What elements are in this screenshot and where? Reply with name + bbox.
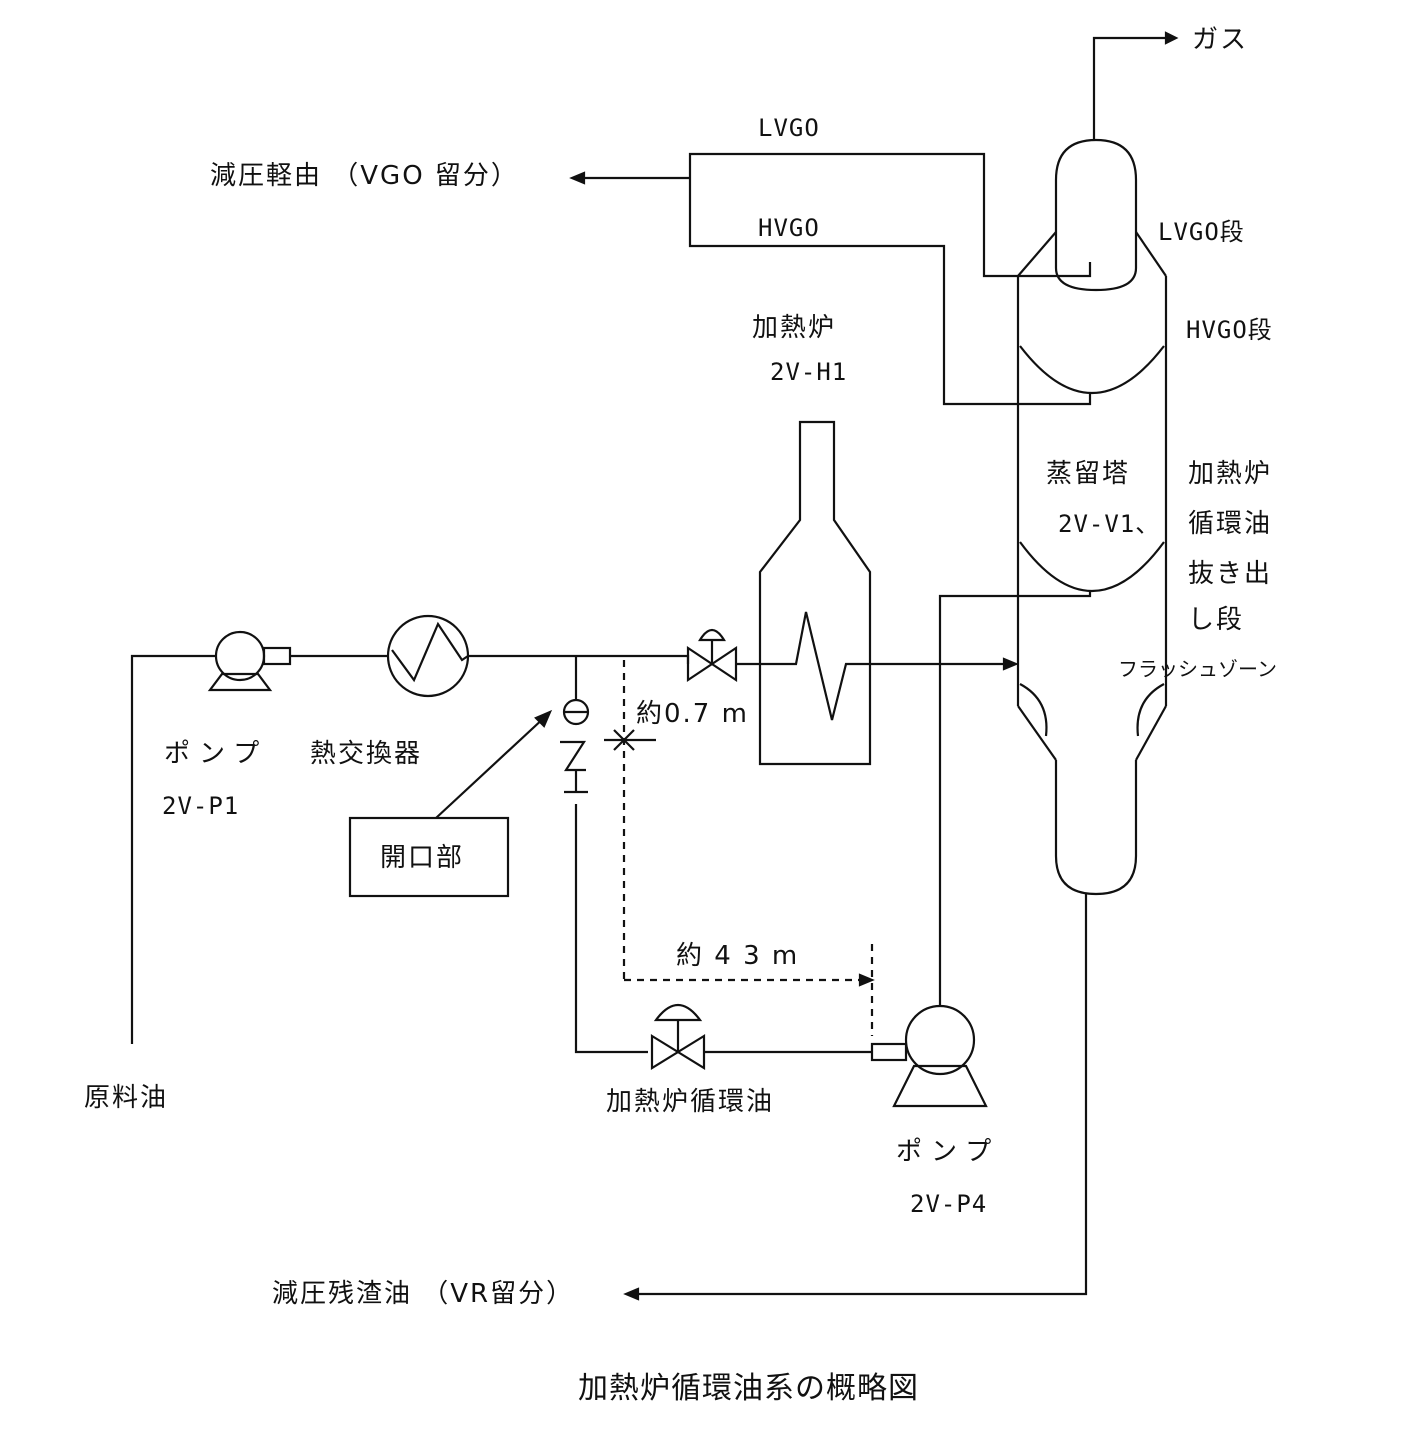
distillation-column — [1016, 138, 1168, 896]
opening-leader — [435, 715, 547, 819]
column-name-label: 蒸留塔 — [1046, 459, 1130, 489]
opening-label: 開口部 — [380, 843, 464, 873]
column-id-label: 2V-V1、 — [1058, 510, 1160, 538]
recirc-draw-line — [938, 590, 1092, 1006]
opening-box — [348, 816, 510, 898]
vr-product-label: 減圧残渣油 （VR留分） — [272, 1279, 574, 1309]
dist-short-label: 約0.7 m — [636, 699, 749, 729]
dist-long-label: 約 4 3 m — [676, 941, 799, 971]
control-valve-feed — [686, 628, 738, 683]
recirc-oil-label: 加熱炉循環油 — [606, 1087, 774, 1117]
lvgo-label: LVGO — [758, 114, 820, 142]
flash-zone-baffle-left — [1019, 683, 1048, 737]
heat-exchanger-label: 熱交換器 — [310, 739, 422, 769]
draw-tray — [1019, 541, 1165, 592]
pump4-name-label: ポンプ — [896, 1137, 1000, 1167]
pump1-name-label: ポンプ — [164, 739, 268, 769]
lvgo-line — [688, 152, 1092, 406]
draw-stage-label-2: 循環油 — [1188, 509, 1272, 539]
heat-exchanger — [386, 614, 470, 698]
column-top-dome — [1054, 138, 1138, 292]
feed-line — [130, 654, 216, 1044]
pump-p4 — [870, 1004, 988, 1108]
furnace-id-label: 2V-H1 — [770, 358, 847, 386]
draw-stage-label-1: 加熱炉 — [1188, 459, 1272, 489]
diagram-caption: 加熱炉循環油系の概略図 — [578, 1371, 919, 1406]
hvgo-label: HVGO — [758, 214, 820, 242]
gas-label: ガス — [1192, 25, 1248, 55]
gas-line — [1092, 36, 1174, 140]
check-valve-icon — [560, 740, 587, 772]
furnace — [758, 420, 872, 766]
draw-stage-label-4: し段 — [1188, 605, 1244, 635]
control-valve-recirc — [650, 1004, 706, 1070]
furnace-outline — [758, 420, 872, 766]
draw-stage-label-3: 抜き出 — [1188, 559, 1272, 589]
furnace-coil — [760, 611, 870, 721]
hvgo-stage-label: HVGO段 — [1186, 316, 1273, 344]
pump-p1 — [207, 630, 292, 692]
column-boot — [1054, 760, 1138, 896]
hvgo-tray — [1019, 345, 1165, 394]
lvgo-stage-label: LVGO段 — [1158, 218, 1245, 246]
flash-zone-label: フラッシュゾーン — [1118, 657, 1277, 681]
pump1-id-label: 2V-P1 — [162, 792, 239, 820]
pump4-id-label: 2V-P4 — [910, 1190, 987, 1218]
furnace-name-label: 加熱炉 — [752, 313, 836, 343]
vr-line — [632, 894, 1088, 1296]
feed-oil-label: 原料油 — [84, 1083, 168, 1113]
vgo-product-label: 減圧軽由 （VGO 留分） — [210, 161, 519, 191]
flash-zone-baffle-right — [1136, 683, 1165, 737]
recirc-line — [574, 804, 648, 1054]
